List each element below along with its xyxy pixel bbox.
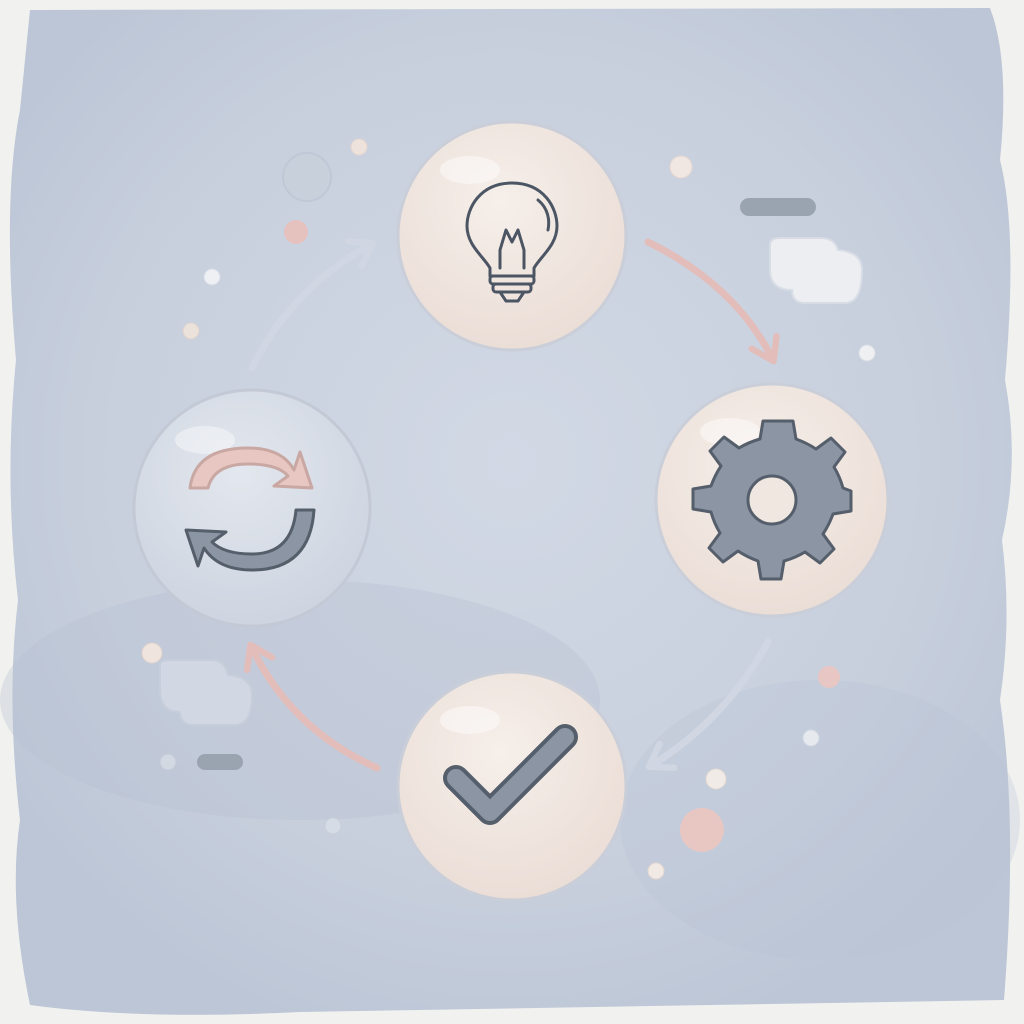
arrow-process-to-done <box>645 638 772 771</box>
stage-repeat-node[interactable] <box>132 388 372 628</box>
arrow-idea-to-process <box>644 238 780 365</box>
stage-process-node[interactable] <box>654 382 890 618</box>
arrow-repeat-to-idea <box>248 238 377 372</box>
stage-idea-node[interactable] <box>396 120 628 352</box>
stage-done-node[interactable] <box>396 670 628 902</box>
gear-icon <box>691 419 853 581</box>
checkmark-icon <box>443 724 578 825</box>
arrow-done-to-repeat <box>243 641 381 772</box>
refresh-cycle-icon <box>184 446 316 572</box>
connector-arrows <box>243 238 780 772</box>
decorative-dots <box>141 138 876 880</box>
lightbulb-icon <box>465 181 559 303</box>
watercolor-wash <box>9 8 1012 1015</box>
